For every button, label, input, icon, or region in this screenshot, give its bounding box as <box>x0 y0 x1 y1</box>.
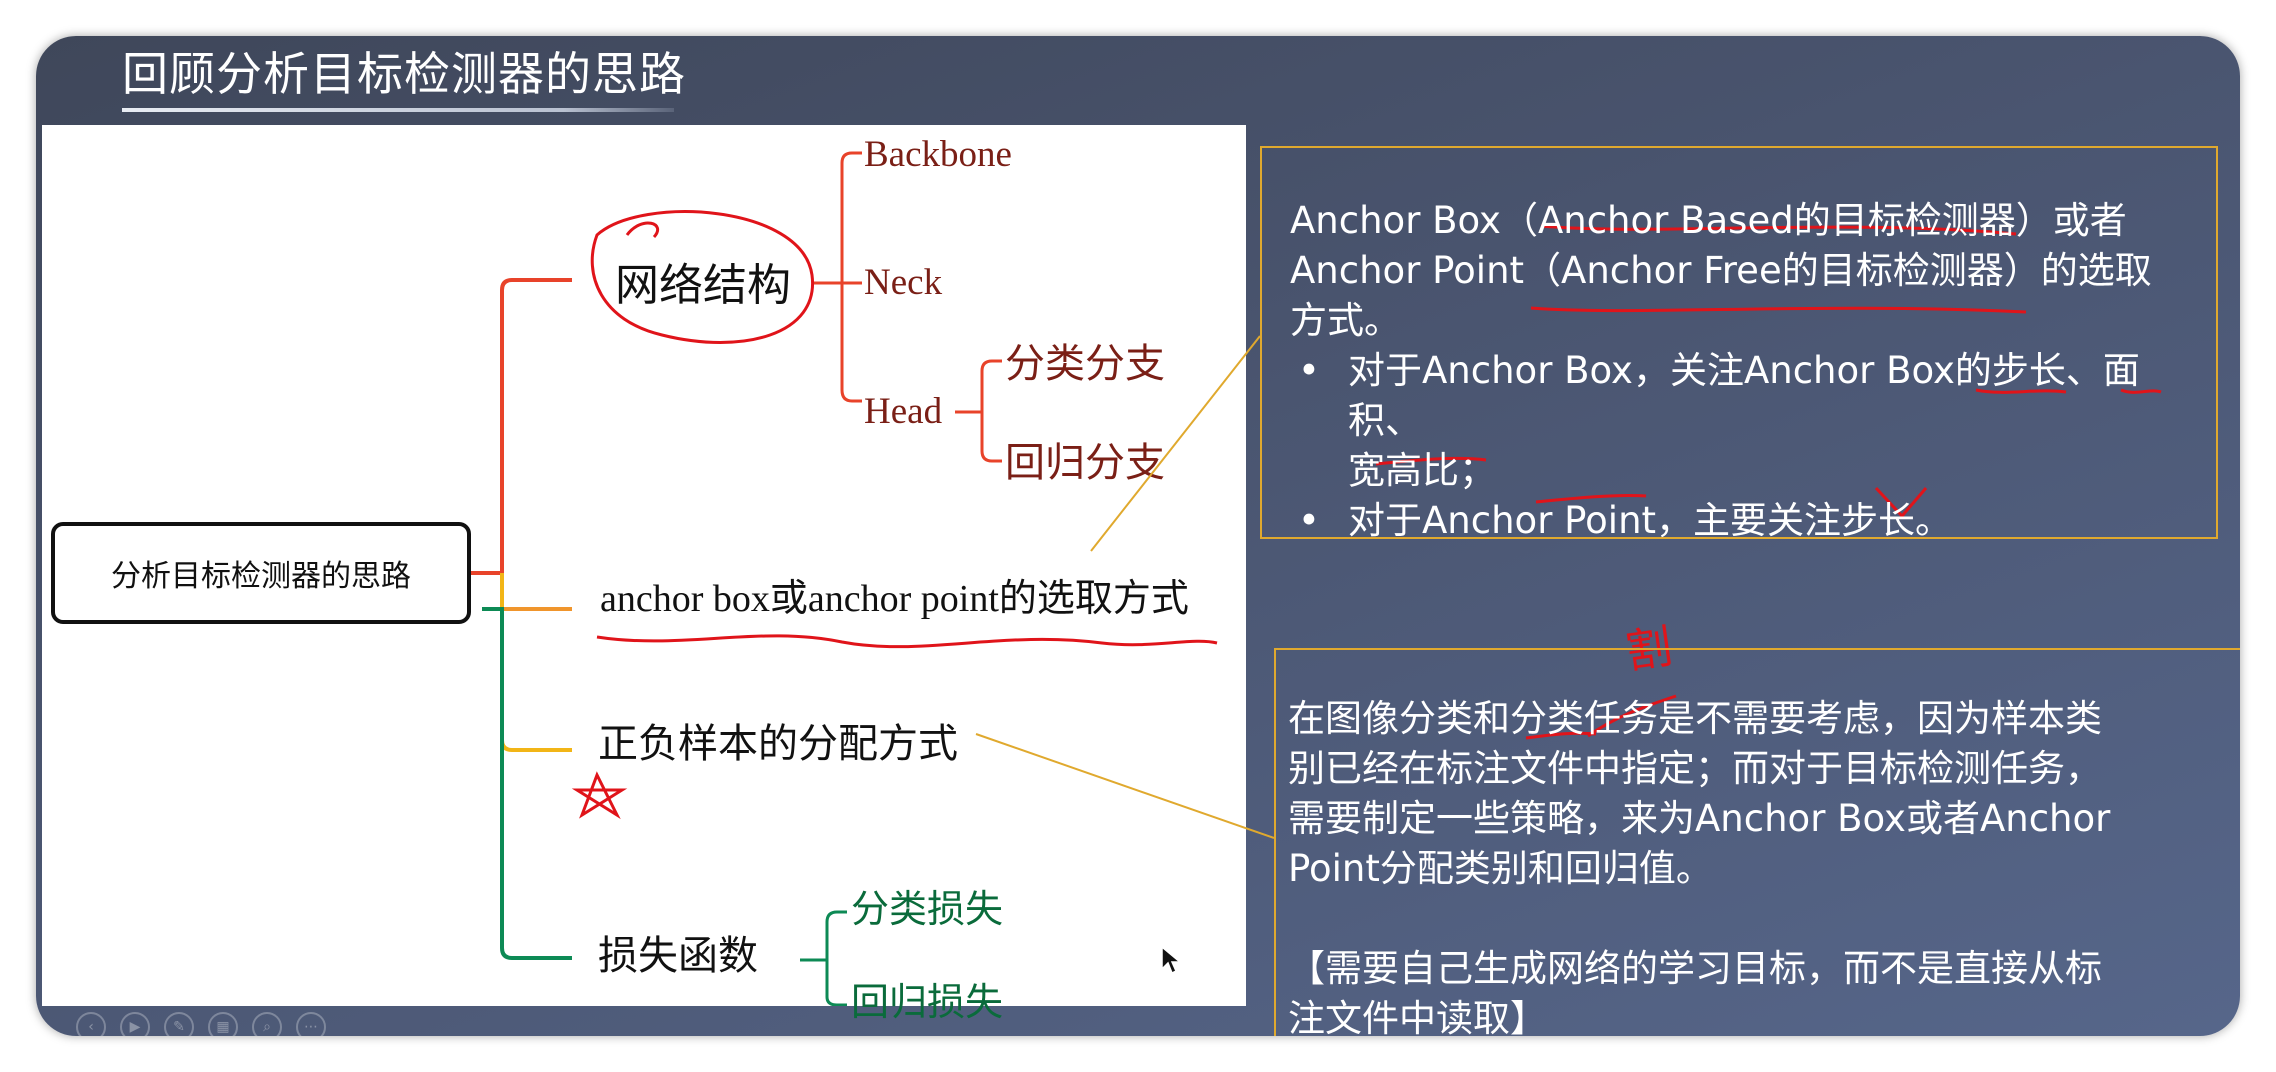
more-icon[interactable]: ⋯ <box>296 1012 326 1036</box>
panel-text-line: Point分配类别和回归值。 <box>1288 847 1713 890</box>
bullet-text: 对于Anchor Point，主要关注步长。 <box>1348 499 1953 542</box>
assignment-explanation-panel: 在图像分类和分类任务是不需要考虑，因为样本类 别已经在标注文件中指定；而对于目标… <box>1274 648 2240 1036</box>
grid-icon[interactable]: ▦ <box>208 1012 238 1036</box>
panel-text-line: 方式。 <box>1290 299 1401 342</box>
presentation-toolbar: ‹ ▶ ✎ ▦ ⌕ ⋯ <box>76 1012 326 1036</box>
root-node-label: 分析目标检测器的思路 <box>111 559 411 594</box>
panel-text-line: Anchor Point（Anchor Free的目标检测器）的选取 <box>1290 249 2152 292</box>
mind-map-connectors <box>471 151 1218 1006</box>
bullet-item: • 对于Anchor Box，关注Anchor Box的步长、面积、 宽高比； <box>1290 346 2196 496</box>
bullet-marker: • <box>1298 499 1320 542</box>
presentation-slide: 回顾分析目标检测器的思路 <box>36 36 2240 1036</box>
head-node: Head <box>864 391 943 432</box>
previous-icon[interactable]: ‹ <box>76 1012 106 1036</box>
mouse-cursor-icon <box>1161 945 1182 975</box>
panel-text-line: 在图像分类和分类任务是不需要考虑，因为样本类 <box>1288 697 2102 740</box>
bullet-item: • 对于Anchor Point，主要关注步长。 <box>1290 496 2196 546</box>
classification-branch-node: 分类分支 <box>1005 341 1165 387</box>
network-structure-node: 网络结构 <box>615 260 791 311</box>
panel-text-line: 【需要自己生成网络的学习目标，而不是直接从标 <box>1288 947 2102 990</box>
backbone-node: Backbone <box>864 134 1012 175</box>
play-icon[interactable]: ▶ <box>120 1012 150 1036</box>
panel-text-line: 注文件中读取】 <box>1288 997 1547 1036</box>
mind-map: 分析目标检测器的思路 网络结构 Backbone Neck Head 分类分支 … <box>42 125 1246 1021</box>
slide-title: 回顾分析目标检测器的思路 <box>122 47 686 101</box>
panel-text-line: Anchor Box（Anchor Based的目标检测器）或者 <box>1290 199 2127 242</box>
pen-icon[interactable]: ✎ <box>164 1012 194 1036</box>
bullet-marker: • <box>1298 349 1320 392</box>
anchor-selection-node: anchor box或anchor point的选取方式 <box>600 578 1189 620</box>
title-underline <box>122 108 674 112</box>
zoom-icon[interactable]: ⌕ <box>252 1012 282 1036</box>
sample-assignment-node: 正负样本的分配方式 <box>598 721 958 767</box>
panel-text-line: 需要制定一些策略，来为Anchor Box或者Anchor <box>1288 797 2111 840</box>
bullet-text: 对于Anchor Box，关注Anchor Box的步长、面积、 <box>1348 349 2140 442</box>
regression-loss-node: 回归损失 <box>851 980 1004 1024</box>
regression-branch-node: 回归分支 <box>1005 440 1165 486</box>
neck-node: Neck <box>864 262 943 303</box>
classification-loss-node: 分类损失 <box>851 887 1004 931</box>
loss-function-node: 损失函数 <box>598 933 758 979</box>
root-node: 分析目标检测器的思路 <box>51 522 471 624</box>
bullet-text: 宽高比； <box>1348 449 1496 492</box>
anchor-explanation-panel: Anchor Box（Anchor Based的目标检测器）或者 Anchor … <box>1260 146 2218 542</box>
panel-text-line: 别已经在标注文件中指定；而对于目标检测任务， <box>1288 747 2102 790</box>
